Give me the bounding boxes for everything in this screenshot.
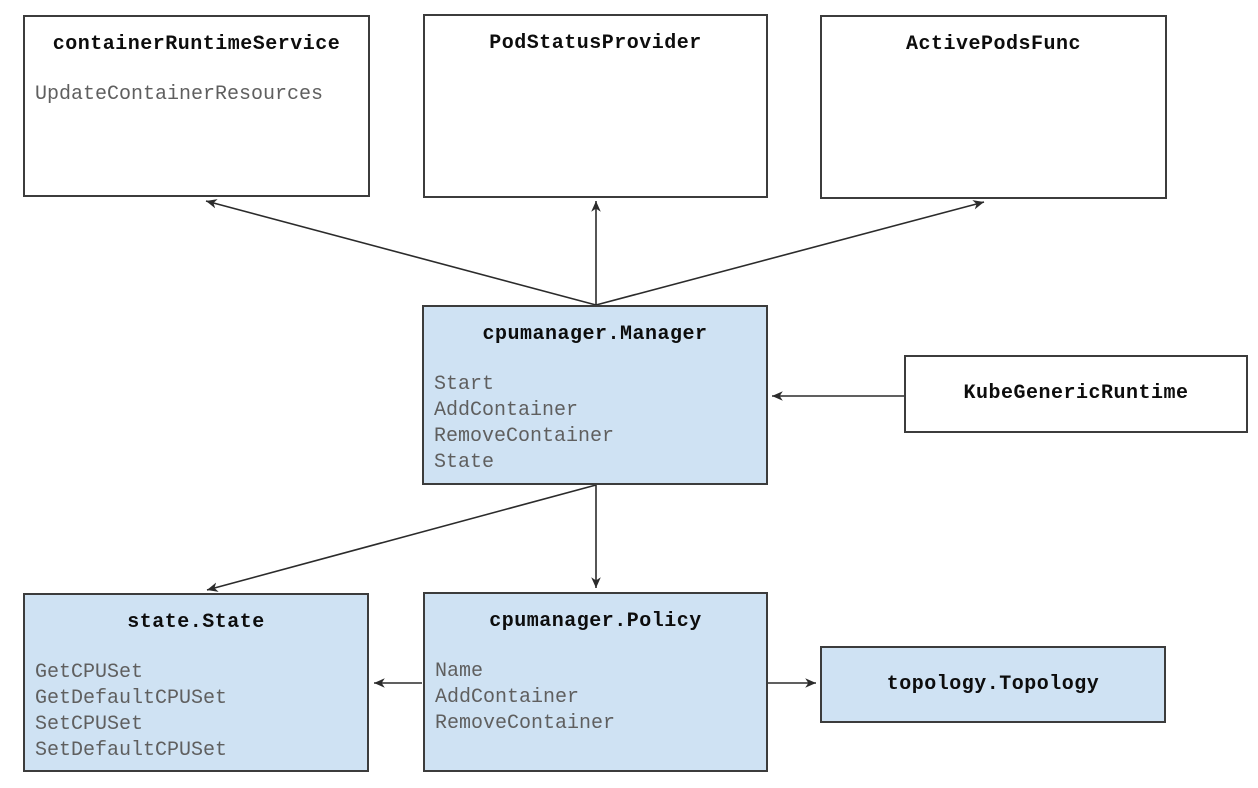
method-item: SetDefaultCPUSet: [35, 739, 228, 762]
method-item: RemoveContainer: [434, 425, 615, 448]
arrow-manager-to-container-runtime-service: [205, 199, 597, 306]
method-item: Start: [434, 373, 495, 396]
node-cpumanager-manager: cpumanager.Manager Start AddContainer Re…: [422, 305, 768, 485]
method-item: AddContainer: [434, 399, 579, 422]
node-title: cpumanager.Manager: [482, 323, 708, 346]
node-active-pods-func: ActivePodsFunc: [820, 15, 1167, 199]
node-title: KubeGenericRuntime: [963, 382, 1189, 405]
method-item: State: [434, 451, 495, 474]
arrow-manager-to-state-state: [206, 484, 597, 592]
method-item: AddContainer: [435, 686, 580, 709]
method-item: GetDefaultCPUSet: [35, 687, 228, 710]
method-item: RemoveContainer: [435, 712, 616, 735]
node-title: state.State: [127, 611, 265, 634]
node-method-list: Start AddContainer RemoveContainer State: [434, 372, 756, 476]
node-pod-status-provider: PodStatusProvider: [423, 14, 768, 198]
method-item: UpdateContainerResources: [35, 83, 324, 106]
node-container-runtime-service: containerRuntimeService UpdateContainerR…: [23, 15, 370, 197]
node-kube-generic-runtime: KubeGenericRuntime: [904, 355, 1248, 433]
method-item: Name: [435, 660, 484, 683]
node-method-list: GetCPUSet GetDefaultCPUSet SetCPUSet Set…: [35, 660, 357, 764]
node-title: ActivePodsFunc: [905, 33, 1082, 56]
node-title: PodStatusProvider: [489, 32, 702, 55]
node-method-list: Name AddContainer RemoveContainer: [435, 659, 756, 737]
arrow-manager-to-active-pods-func: [595, 200, 985, 306]
node-title: containerRuntimeService: [52, 33, 341, 56]
node-method-list: UpdateContainerResources: [35, 82, 358, 108]
node-state-state: state.State GetCPUSet GetDefaultCPUSet S…: [23, 593, 369, 772]
method-item: GetCPUSet: [35, 661, 144, 684]
method-item: SetCPUSet: [35, 713, 144, 736]
node-title: cpumanager.Policy: [489, 610, 702, 633]
node-cpumanager-policy: cpumanager.Policy Name AddContainer Remo…: [423, 592, 768, 772]
node-title: topology.Topology: [886, 672, 1100, 696]
node-topology-topology: topology.Topology: [820, 646, 1166, 723]
